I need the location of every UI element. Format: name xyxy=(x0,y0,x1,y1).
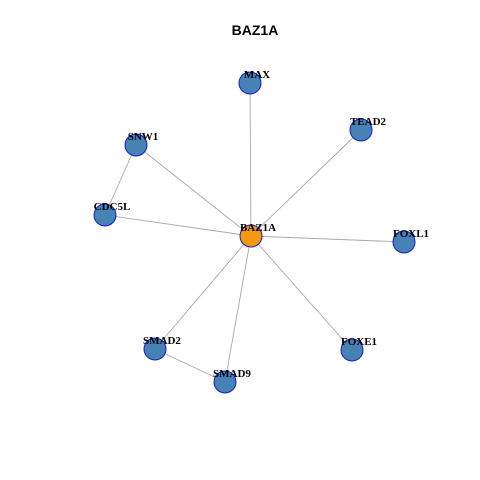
node-label-foxl1: FOXL1 xyxy=(393,228,429,240)
edge-baz1a-cdc5l xyxy=(104,214,252,237)
edge-baz1a-snw1 xyxy=(135,144,252,237)
node-label-foxe1: FOXE1 xyxy=(341,336,377,348)
node-cdc5l xyxy=(93,203,117,227)
diagram-title: BAZ1A xyxy=(232,22,279,38)
edge-baz1a-foxl1 xyxy=(250,235,405,243)
node-smad9 xyxy=(213,370,237,394)
node-label-max: MAX xyxy=(244,69,270,81)
node-smad2 xyxy=(143,337,167,361)
node-label-cdc5l: CDC5L xyxy=(94,201,131,213)
node-foxl1 xyxy=(392,230,416,254)
nodes-layer xyxy=(93,71,416,394)
node-label-baz1a: BAZ1A xyxy=(240,222,276,234)
edge-snw1-cdc5l xyxy=(104,144,137,216)
node-max xyxy=(238,71,262,95)
node-foxe1 xyxy=(340,338,364,362)
edge-baz1a-smad2 xyxy=(154,235,252,350)
edge-baz1a-tead2 xyxy=(250,129,362,237)
node-label-snw1: SNW1 xyxy=(128,131,159,143)
edge-baz1a-foxe1 xyxy=(250,235,353,351)
node-snw1 xyxy=(124,133,148,157)
edge-smad2-smad9 xyxy=(154,348,226,383)
node-tead2 xyxy=(349,118,373,142)
node-baz1a xyxy=(239,224,263,248)
edge-baz1a-smad9 xyxy=(224,235,252,383)
node-label-tead2: TEAD2 xyxy=(350,116,387,128)
node-label-smad9: SMAD9 xyxy=(213,368,251,380)
node-label-smad2: SMAD2 xyxy=(143,335,181,347)
edges-layer xyxy=(104,82,405,383)
edge-baz1a-max xyxy=(249,82,252,237)
